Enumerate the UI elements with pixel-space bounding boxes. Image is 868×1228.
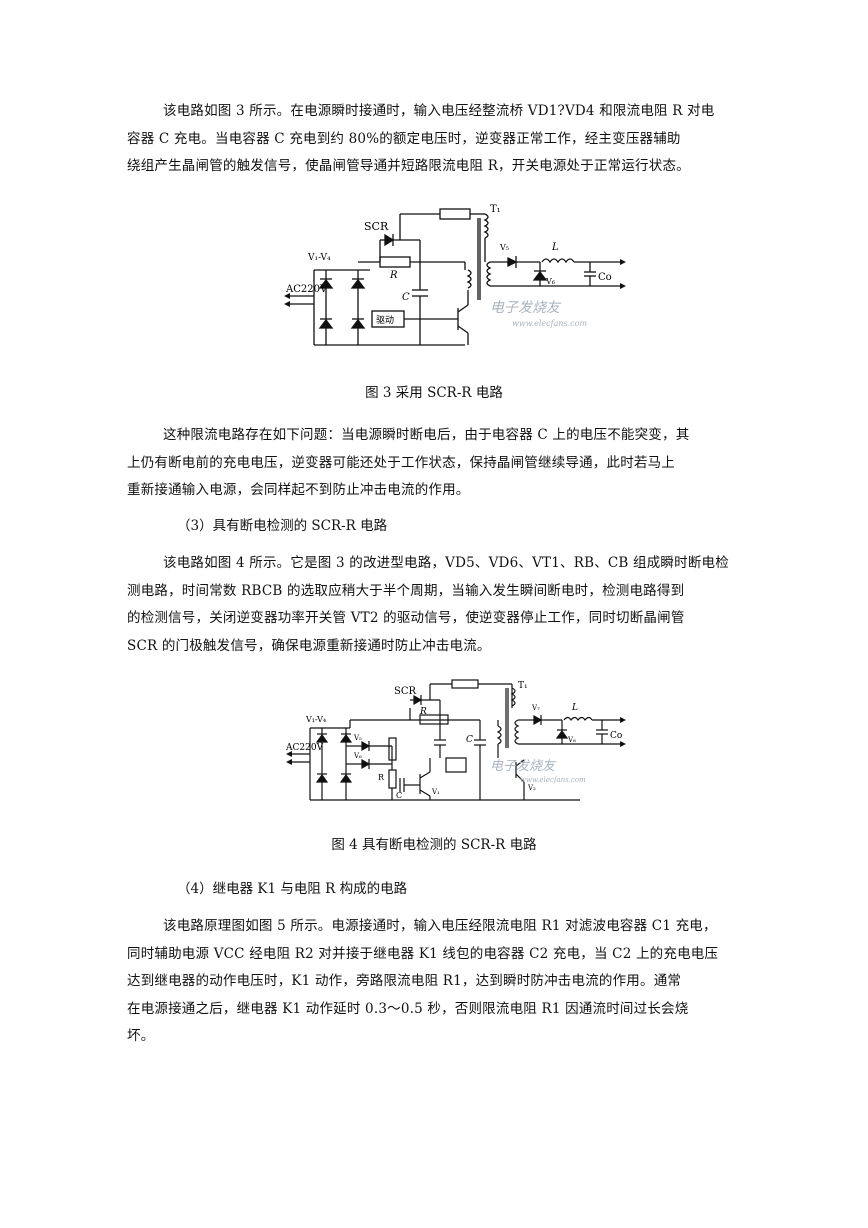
- section-heading-4: （4）继电器 K1 与电阻 R 构成的电路: [177, 881, 408, 897]
- fig4-label-vd7: V₇: [531, 704, 540, 712]
- paragraph-line: 测电路，时间常数 RBCB 的选取应稍大于半个周期，当输入发生瞬间断电时，检测电…: [127, 582, 685, 599]
- fig3-label-r: R: [389, 270, 398, 281]
- paragraph-line: 在电源接通之后，继电器 K1 动作延时 0.3～0.5 秒，否则限流电阻 R1 …: [127, 1000, 689, 1017]
- paragraph-4: 该电路原理图如图 5 所示。电源接通时，输入电压经限流电阻 R1 对滤波电容器 …: [127, 913, 743, 1051]
- fig4-label-t1: T₁: [518, 681, 528, 691]
- fig3-label-vd: V₁-V₄: [307, 253, 331, 263]
- section-heading-3: （3）具有断电检测的 SCR-R 电路: [177, 518, 388, 534]
- paragraph-line: 重新接通输入电源，会同样起不到防止冲击电流的作用。: [127, 482, 470, 498]
- fig4-label-c: C: [466, 735, 473, 745]
- fig4-label-vd: V₁-V₄: [305, 715, 326, 724]
- fig3-label-vd6: V₆: [545, 277, 555, 286]
- fig3-label-drive: 驱动: [376, 315, 394, 326]
- fig4-label-scr: SCR: [394, 686, 417, 697]
- fig3-label-t1: T₁: [490, 204, 501, 215]
- fig4-watermark-url: www.elecfans.com: [520, 776, 586, 784]
- fig4-label-vd6: V₆: [353, 752, 362, 760]
- fig4-label-vt2: V₂: [527, 784, 536, 792]
- paragraph-line: 该电路原理图如图 5 所示。电源接通时，输入电压经限流电阻 R1 对滤波电容器 …: [163, 918, 717, 934]
- paragraph-line: SCR 的门极触发信号，确保电源重新接通时防止冲击电流。: [127, 637, 491, 654]
- fig3-watermark-url: www.elecfans.com: [512, 319, 587, 328]
- fig4-label-cb: C: [396, 791, 402, 800]
- fig4-label-vt1: V₁: [431, 788, 440, 796]
- paragraph-line: 同时辅助电源 VCC 经电阻 R2 对并接于继电器 K1 线包的电容器 C2 充…: [127, 945, 719, 962]
- fig4-label-l: L: [571, 703, 578, 713]
- fig4-label-vd8: V₈: [567, 736, 576, 744]
- paragraph-1: 该电路如图 3 所示。在电源瞬时接通时，输入电压经整流桥 VD1?VD4 和限流…: [127, 98, 743, 181]
- paragraph-line: 这种限流电路存在如下问题：当电源瞬时断电后，由于电容器 C 上的电压不能突变，其: [163, 427, 690, 443]
- fig3-label-vd5: V₅: [499, 243, 509, 252]
- paragraph-line: 坏。: [127, 1028, 155, 1044]
- fig3-label-ac: AC220V: [285, 284, 328, 295]
- fig4-label-rb: R: [378, 773, 385, 782]
- paragraph-line: 容器 C 充电。当电容器 C 充电到约 80%的额定电压时，逆变器正常工作，经主…: [127, 130, 681, 147]
- fig4-label-r: R: [419, 707, 427, 717]
- fig3-label-c: C: [402, 292, 410, 303]
- figure-4-caption: 图 4 具有断电检测的 SCR-R 电路: [331, 837, 537, 853]
- figure-3-caption: 图 3 采用 SCR-R 电路: [365, 385, 503, 401]
- figure-4-circuit: SCR T₁ V₁-V₄ R AC220V V₅ V₆ R C V₁ C V₇ …: [285, 679, 626, 801]
- fig4-label-vd5: V₅: [353, 734, 362, 742]
- fig4-watermark-logo: 电子发烧友: [490, 759, 557, 774]
- paragraph-2: 这种限流电路存在如下问题：当电源瞬时断电后，由于电容器 C 上的电压不能突变，其…: [127, 422, 743, 505]
- fig3-label-co: Co: [598, 272, 612, 283]
- paragraph-line: 该电路如图 4 所示。它是图 3 的改进型电路，VD5、VD6、VT1、RB、C…: [163, 555, 729, 571]
- paragraph-line: 绕组产生晶闸管的触发信号，使晶闸管导通并短路限流电阻 R，开关电源处于正常运行状…: [127, 158, 690, 174]
- fig4-label-co: Co: [610, 731, 622, 741]
- paragraph-line: 的检测信号，关闭逆变器功率开关管 VT2 的驱动信号，使逆变器停止工作，同时切断…: [127, 610, 685, 626]
- paragraph-3: 该电路如图 4 所示。它是图 3 的改进型电路，VD5、VD6、VT1、RB、C…: [127, 550, 743, 660]
- paragraph-line: 上仍有断电前的充电电压，逆变器可能还处于工作状态，保持晶闸管继续导通，此时若马上: [127, 454, 675, 471]
- fig3-label-l: L: [551, 242, 559, 253]
- fig3-label-scr: SCR: [364, 220, 389, 233]
- paragraph-line: 该电路如图 3 所示。在电源瞬时接通时，输入电压经整流桥 VD1?VD4 和限流…: [163, 103, 715, 119]
- paragraph-line: 达到继电器的动作电压时，K1 动作，旁路限流电阻 R1，达到瞬时防冲击电流的作用…: [127, 973, 682, 989]
- fig4-label-ac: AC220V: [285, 743, 324, 753]
- figure-3-circuit: SCR T₁ V₁-V₄ R AC220V C 驱动 V₅ L V₆ Co 电子…: [284, 204, 626, 346]
- fig3-watermark-logo: 电子发烧友: [490, 300, 562, 316]
